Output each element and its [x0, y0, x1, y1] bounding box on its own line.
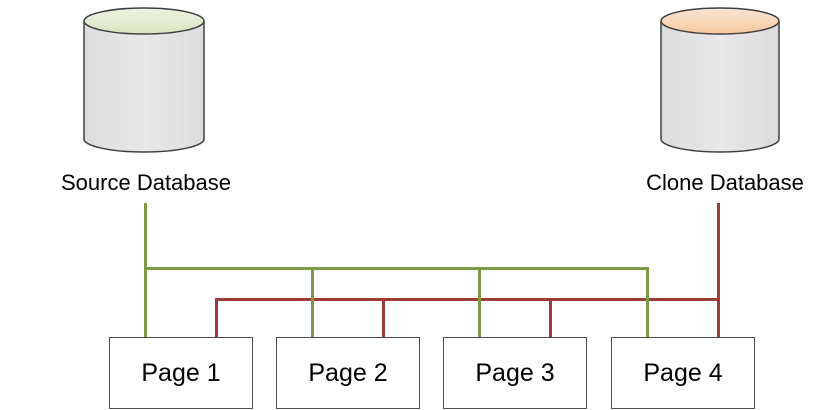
- page-box-label: Page 4: [643, 358, 723, 387]
- cylinder-top: [660, 7, 780, 35]
- page-box-1: Page 1: [109, 337, 253, 409]
- clone-database-label: Clone Database: [646, 170, 804, 195]
- clone-connector-drop-page1: [215, 298, 218, 337]
- page-box-2: Page 2: [276, 337, 420, 409]
- cylinder-body: [83, 21, 205, 153]
- source-connector-rail: [144, 267, 649, 270]
- cylinder-top: [83, 7, 205, 35]
- database-cylinder-icon: [83, 7, 205, 153]
- page-box-4: Page 4: [611, 337, 755, 409]
- page-box-3: Page 3: [443, 337, 587, 409]
- page-box-label: Page 1: [141, 358, 221, 387]
- source-connector-drop-page2: [311, 267, 314, 337]
- source-database-icon: [83, 7, 205, 153]
- clone-connector-rail: [215, 298, 720, 301]
- source-connector-drop-page4: [646, 267, 649, 337]
- source-connector-drop-page3: [478, 267, 481, 337]
- cylinder-body: [660, 21, 780, 153]
- clone-database-icon: [660, 7, 780, 153]
- clone-connector-drop-page3: [549, 298, 552, 337]
- source-connector-trunk: [144, 203, 147, 337]
- source-database-label: Source Database: [61, 170, 231, 195]
- page-box-label: Page 3: [475, 358, 555, 387]
- clone-connector-drop-page2: [382, 298, 385, 337]
- database-cylinder-icon: [660, 7, 780, 153]
- clone-connector-trunk: [717, 203, 720, 337]
- page-box-label: Page 2: [308, 358, 388, 387]
